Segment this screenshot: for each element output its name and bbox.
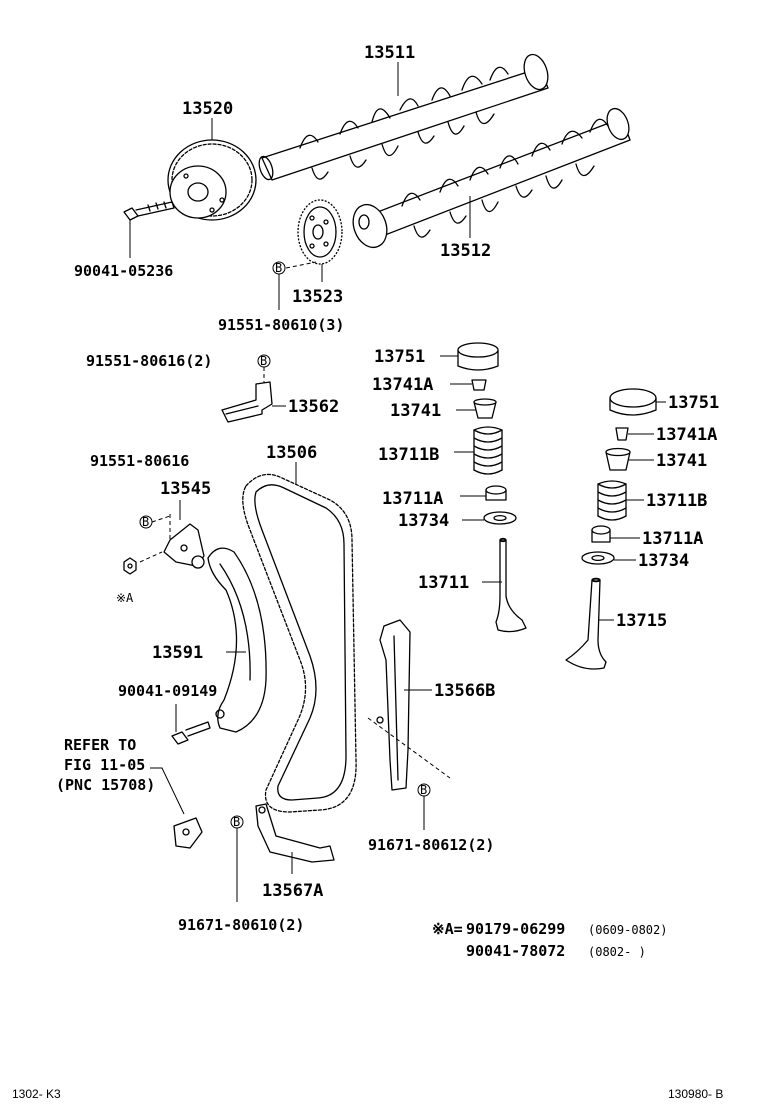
bolt-90041-05236[interactable] [123,201,175,221]
damper-13567A[interactable] [255,803,335,863]
keeper-13741A-b[interactable] [615,427,629,441]
seal-13711A-b[interactable] [591,525,611,543]
label-13512: 13512 [440,241,491,261]
svg-text:B: B [233,815,240,829]
camshaft-13511[interactable] [257,51,552,181]
retainer-13741-b[interactable] [605,447,631,471]
footnote-line2-range: (0802- ) [588,945,646,959]
label-13715: 13715 [616,611,667,631]
spring-13711B-a[interactable] [473,426,503,475]
label-13562: 13562 [288,397,339,417]
label-13711A-a: 13711A [382,489,443,509]
label-13711B-b: 13711B [646,491,707,511]
spring-13711B-b[interactable] [597,480,627,521]
label-13523: 13523 [292,287,343,307]
label-13734-a: 13734 [398,511,449,531]
dash-13523 [285,261,317,269]
label-91551-80616: 91551-80616 [90,452,189,470]
bolt-marker-b2: B [257,354,271,368]
bracket-13562[interactable] [221,381,273,423]
label-13520: 13520 [182,99,233,119]
corner-left-code: 1302- K3 [12,1087,61,1101]
corner-right-code: 130980- B [668,1087,723,1101]
svg-text:B: B [420,783,427,797]
label-13741A-b: 13741A [656,425,717,445]
label-note-A: ※A [116,591,134,605]
valve-13711[interactable] [495,537,527,633]
label-91551-80616-2: 91551-80616(2) [86,352,212,370]
dash-13566B [367,717,451,779]
label-13591: 13591 [152,643,203,663]
label-91671-80612: 91671-80612(2) [368,836,494,854]
footnote-prefix: ※A= [432,920,463,938]
label-91551-80610: 91551-80610(3) [218,316,344,334]
refer-line3: (PNC 15708) [56,776,155,794]
nut-A[interactable] [123,557,137,575]
label-13741A-a: 13741A [372,375,433,395]
bolt-90041-09149[interactable] [171,721,211,745]
chain-guide-13566B[interactable] [376,619,411,791]
vvt-gear-13520[interactable] [167,139,257,221]
label-13545: 13545 [160,479,211,499]
bolt-marker-b5: B [230,815,244,829]
footnote-line2-part: 90041-78072 [466,942,565,960]
washer-13734-b[interactable] [581,551,615,565]
chain-slipper-13591[interactable] [207,547,267,733]
camshaft-13512[interactable] [347,106,632,253]
label-13711B-a: 13711B [378,445,439,465]
label-13751-a: 13751 [374,347,425,367]
footnote-line1-range: (0609-0802) [588,923,667,937]
refer-line1: REFER TO [64,736,136,754]
timing-chain-13506[interactable] [242,473,357,813]
label-13734-b: 13734 [638,551,689,571]
svg-text:B: B [260,354,267,368]
label-13711: 13711 [418,573,469,593]
retainer-13741-a[interactable] [473,398,497,419]
label-90041-09149: 90041-09149 [118,682,217,700]
dash-nut-a [139,551,163,563]
dash-13545 [151,515,171,523]
label-13751-b: 13751 [668,393,719,413]
leader-refer [150,767,185,815]
refer-line2: FIG 11-05 [64,756,145,774]
valve-13715[interactable] [565,577,607,670]
bolt-marker-b4: B [417,783,431,797]
bolt-marker-b1: B [272,261,286,275]
label-13511: 13511 [364,43,415,63]
label-13741-a: 13741 [390,401,441,421]
tensioner-13545[interactable] [163,523,205,569]
bolt-marker-b3: B [139,515,153,529]
label-13566B: 13566B [434,681,495,701]
lifter-13751-b[interactable] [609,388,657,416]
keeper-13741A-a[interactable] [471,379,487,391]
seal-13711A-a[interactable] [485,485,507,501]
label-13711A-b: 13711A [642,529,703,549]
lifter-13751-a[interactable] [457,342,499,371]
label-13567A: 13567A [262,881,323,901]
svg-text:B: B [275,261,282,275]
sprocket-13523[interactable] [297,199,343,265]
label-91671-80610: 91671-80610(2) [178,916,304,934]
washer-13734-a[interactable] [483,511,517,525]
footnote-line1-part: 90179-06299 [466,920,565,938]
label-13741-b: 13741 [656,451,707,471]
label-90041-05236: 90041-05236 [74,262,173,280]
label-13506: 13506 [266,443,317,463]
sensor-pnc-15708[interactable] [173,817,203,849]
svg-text:B: B [142,515,149,529]
